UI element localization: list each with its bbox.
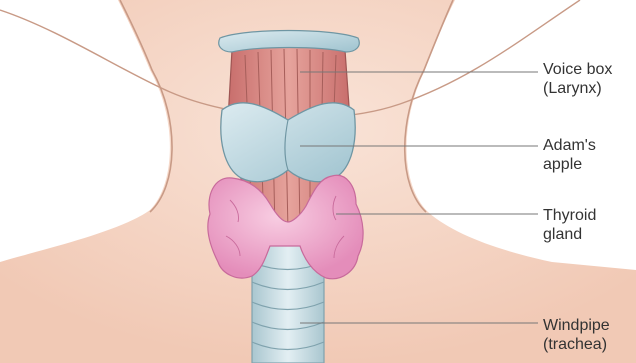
voice-box-label-line1: Voice box: [543, 60, 635, 79]
thyroid-gland-label: Thyroid gland: [543, 206, 635, 244]
thyroid-gland-label-line2: gland: [543, 225, 635, 244]
windpipe-label: Windpipe (trachea): [543, 316, 635, 354]
windpipe-label-line2: (trachea): [543, 335, 635, 354]
voice-box-label-line2: (Larynx): [543, 79, 635, 98]
adams-apple-label: Adam's apple: [543, 136, 635, 174]
voice-box-label: Voice box (Larynx): [543, 60, 635, 98]
adams-apple-label-line1: Adam's: [543, 136, 635, 155]
windpipe-label-line1: Windpipe: [543, 316, 635, 335]
thyroid-gland-label-line1: Thyroid: [543, 206, 635, 225]
adams-apple-label-line2: apple: [543, 155, 635, 174]
